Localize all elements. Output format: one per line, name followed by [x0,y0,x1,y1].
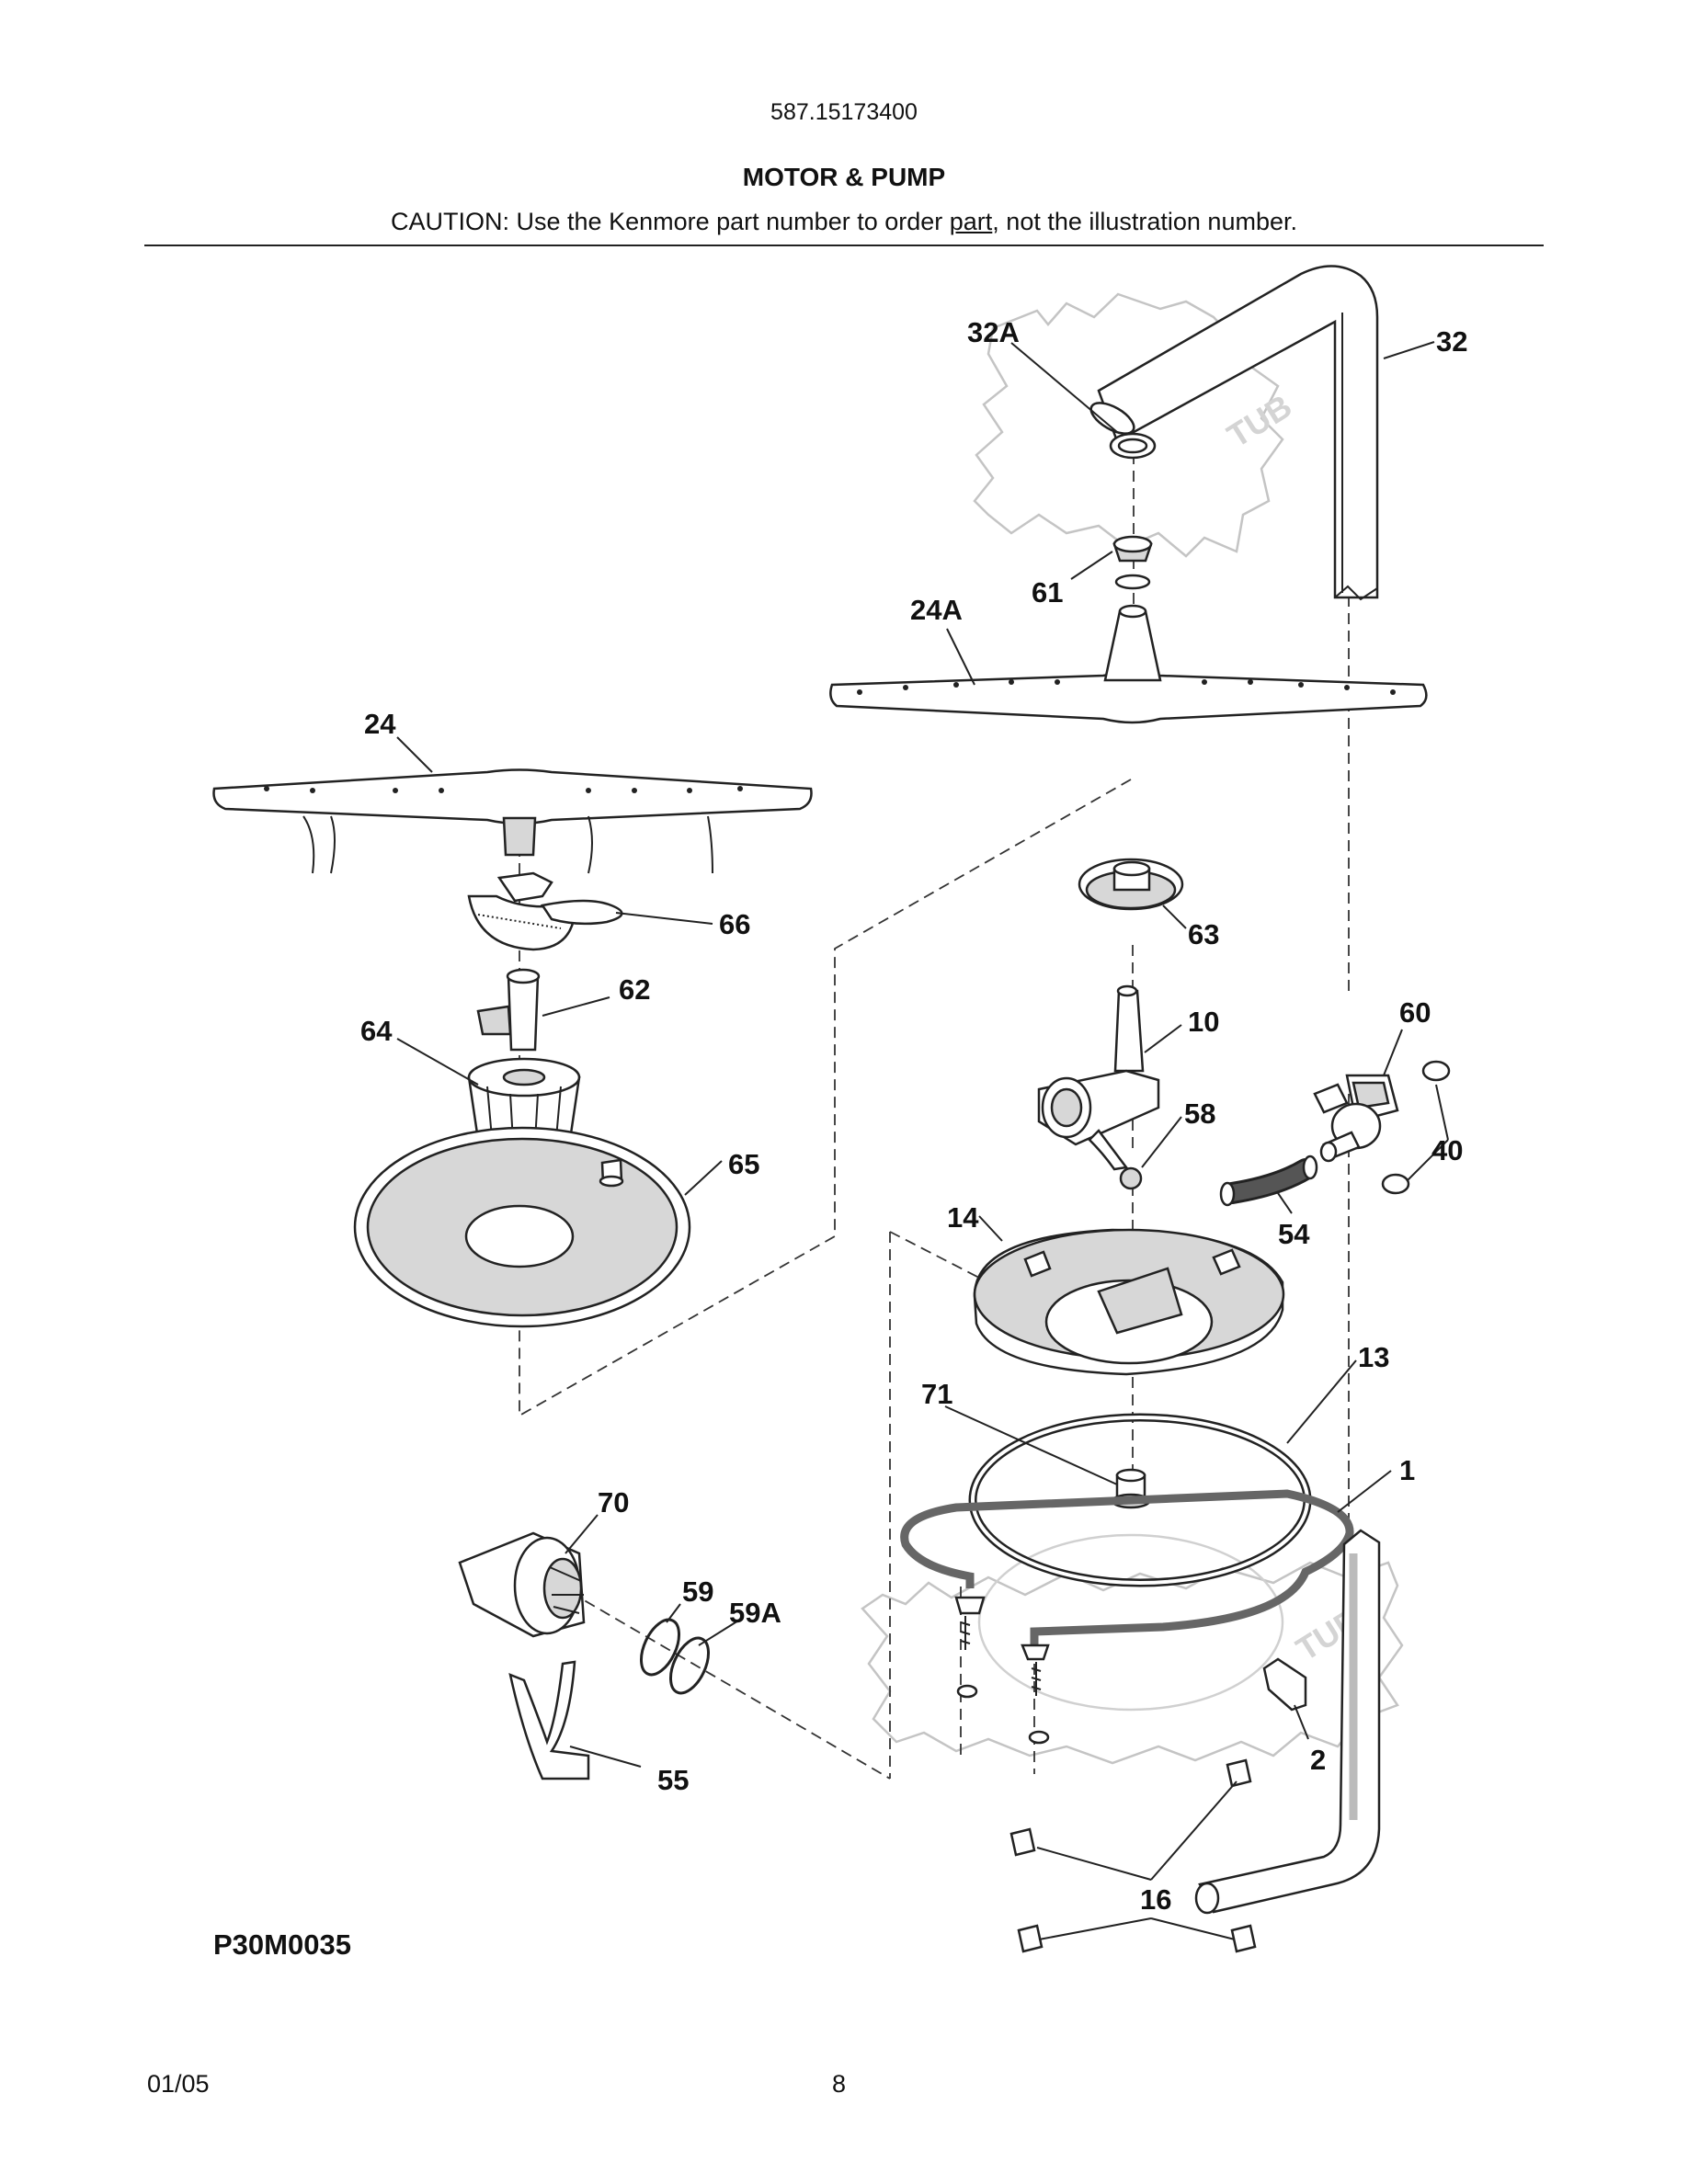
drain-tube [1194,1529,1381,1915]
callout-54: 54 [1278,1218,1310,1250]
upper-spray-arm-24a [829,604,1428,724]
callout-64: 64 [360,1015,393,1047]
drain-pump-60 [1313,1074,1399,1163]
chopper-blade-66 [467,871,623,951]
callout-24: 24 [364,708,396,740]
mounting-screws [956,1616,1050,1745]
check-ball-58 [1119,1166,1143,1190]
lower-spray-arm-24 [212,768,813,874]
supply-tube-32 [1089,265,1379,601]
page-number: 8 [832,2070,847,2098]
caution-underlined-word: part [949,208,993,235]
callout-13: 13 [1358,1341,1389,1373]
callout-66: 66 [719,908,750,940]
motor-bracket-55 [508,1660,590,1780]
callout-70: 70 [598,1486,629,1519]
figure-code: P30M0035 [213,1928,351,1961]
caution-text-end: , not the illustration number. [992,208,1297,235]
lower-tub-section: TUB [861,1533,1404,1765]
callout-24a: 24A [910,594,963,626]
callout-labels: 32A 32 61 24A 24 66 63 62 64 10 60 58 40… [360,316,1467,1916]
hub-pipe-62 [476,968,541,1052]
callout-10: 10 [1188,1006,1219,1038]
callout-65: 65 [728,1148,759,1180]
callout-59: 59 [682,1575,713,1608]
callout-16: 16 [1140,1883,1171,1916]
filter-cup-64 [467,1057,581,1143]
revision-date: 01/05 [147,2070,210,2098]
callout-58: 58 [1184,1098,1215,1130]
callout-55: 55 [657,1764,689,1796]
pump-cover-63 [1078,858,1184,911]
caution-note: CAUTION: Use the Kenmore part number to … [0,208,1688,236]
callout-40: 40 [1431,1134,1463,1166]
bearing-nut-61 [1112,535,1153,590]
heating-element-1 [900,1489,1354,1661]
callout-60: 60 [1399,996,1431,1029]
callout-61: 61 [1032,576,1063,609]
pump-housing-10 [1037,984,1160,1171]
seal-ring-32a [1109,432,1157,460]
section-title: MOTOR & PUMP [742,163,946,191]
callout-32: 32 [1436,325,1467,358]
callout-32a: 32A [967,316,1020,348]
callout-71: 71 [921,1378,952,1410]
hose-clamps-40 [1381,1060,1451,1195]
o-rings-59 [639,1618,711,1695]
callout-62: 62 [619,973,650,1006]
callout-14: 14 [947,1201,979,1234]
callout-2: 2 [1310,1744,1326,1776]
bracket-2 [1262,1657,1307,1712]
callout-1: 1 [1399,1454,1415,1486]
callout-63: 63 [1188,918,1219,950]
brackets-16 [1009,1758,1257,1953]
header-divider [144,245,1544,246]
caution-text-start: CAUTION: Use the Kenmore part number to … [391,208,950,235]
leader-lines [396,341,1449,1940]
motor-70 [458,1531,586,1638]
model-number: 587.15173400 [770,99,918,125]
fine-filter-65 [353,1126,691,1328]
sump-14 [973,1228,1285,1376]
hose-54 [1219,1155,1318,1207]
callout-59a: 59A [729,1597,781,1629]
